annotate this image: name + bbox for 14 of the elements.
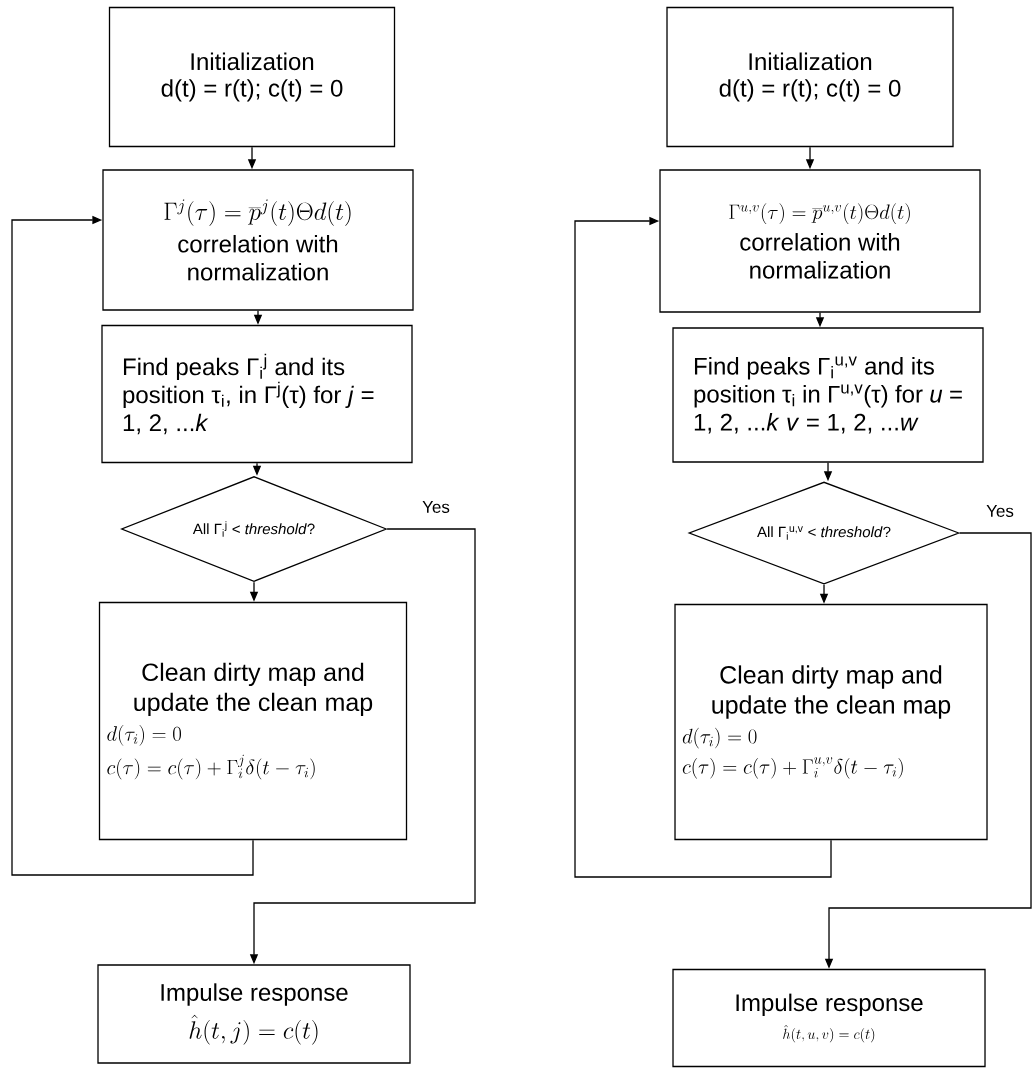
arrow <box>11 215 254 876</box>
process-box: Find peaks Γ$_{i}$$^{u,v}$ and its position τ$_{i}$ in Γ$^{u,v}$(τ) for u = 1, 2, ...k v = 1, 2, ...w <box>672 327 984 463</box>
process-box: Initialization d(t) = r(t); c(t) = 0 <box>108 6 396 148</box>
process-box: $\Gamma^{u,v}(\tau) = \overline{p}^{u,v}(t)\Theta d(t)$ correlation with normalization <box>659 169 981 313</box>
process-box: Clean dirty map and update the clean map $d(\tau_{i}) = 0$ $c(\tau) = c(\tau) + \Gamma_{i}^{u,v}\delta(t - \tau_{i})$ <box>674 603 988 841</box>
process-box: Find peaks Γ$_{i}$$^{j}$ and its position τ$_{i}$, in Γ$^{j}$(τ) for j = 1, 2, ...k <box>101 324 413 464</box>
process-box: Impulse response $\hat{h}(t, j) = c(t)$ <box>97 964 411 1064</box>
process-box: Impulse response $\hat{h}(t, u, v) = c(t)$ <box>672 968 986 1068</box>
process-box: $\Gamma^{j}(\tau) = \overline{p}^{j}(t)\Theta d(t)$ correlation with normalization <box>102 169 414 311</box>
edge-label: Yes <box>421 500 451 514</box>
edge-label: Yes <box>985 504 1015 518</box>
process-box: Initialization d(t) = r(t); c(t) = 0 <box>666 6 954 148</box>
arrow <box>574 216 832 878</box>
process-box: Clean dirty map and update the clean map $d(\tau_{i}) = 0$ $c(\tau) = c(\tau) + \Gamma_{i}^{j}\delta(t - \tau_{i})$ <box>98 601 408 841</box>
